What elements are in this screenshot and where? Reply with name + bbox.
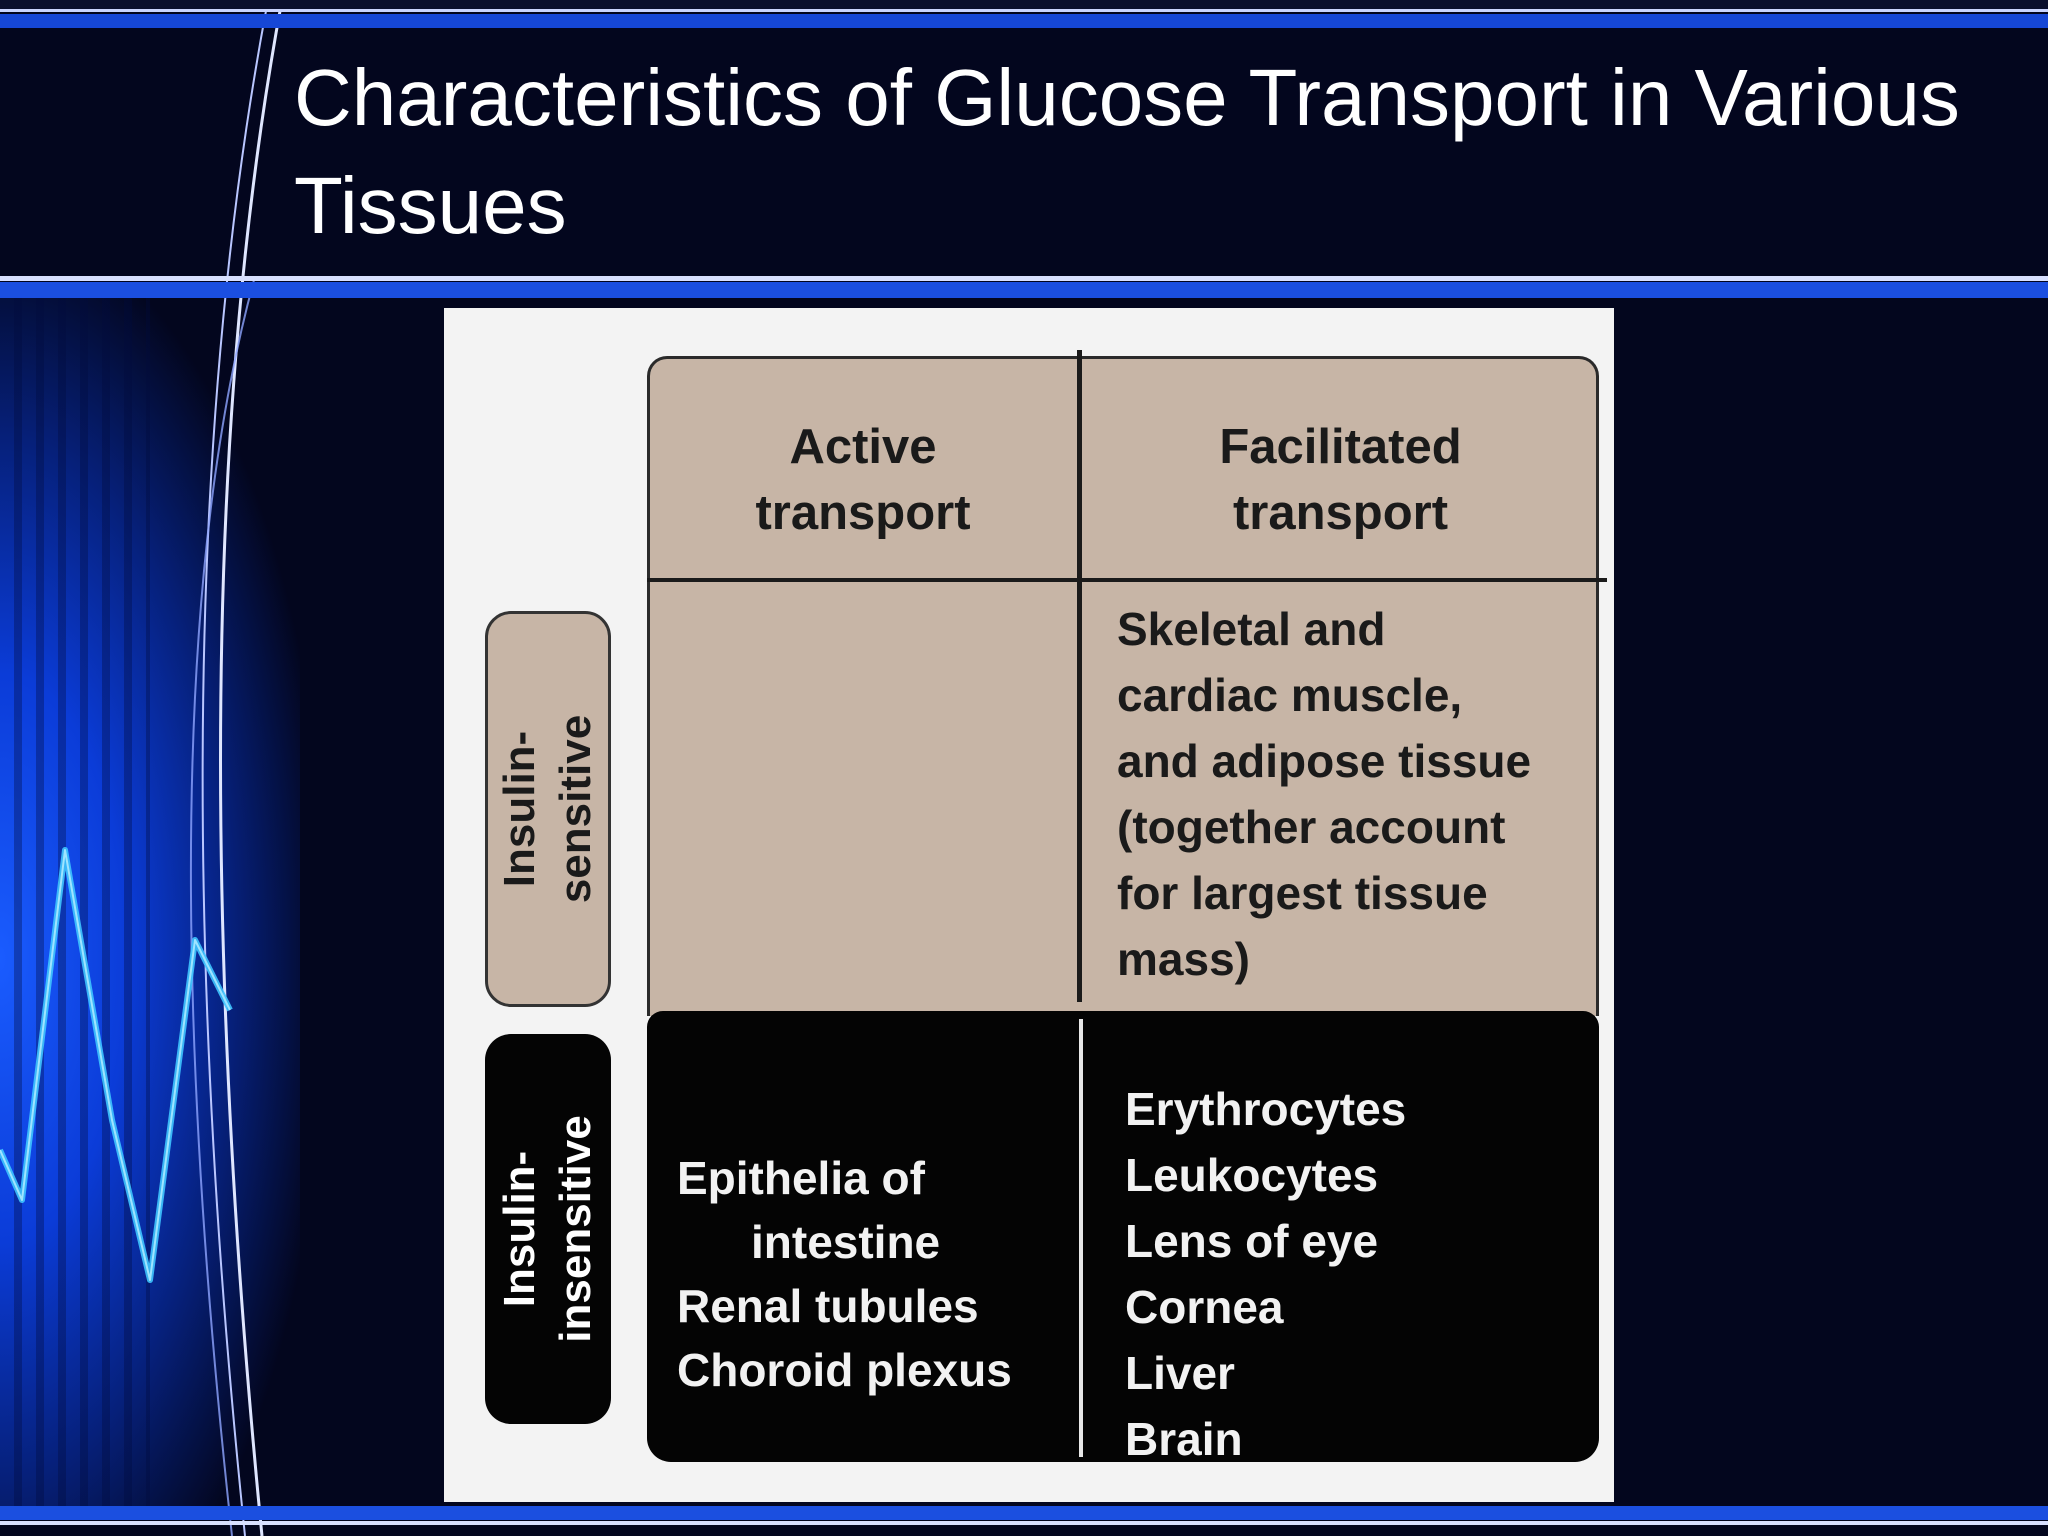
cell-sensitive-facilitated: Skeletal and cardiac muscle, and adipose… xyxy=(1117,603,1532,985)
title-separator-bar xyxy=(0,282,2048,298)
row-label-text: Insulin- insensitive xyxy=(495,1115,600,1343)
insulin-insensitive-region xyxy=(647,1011,1599,1462)
title-separator-line xyxy=(0,276,2048,281)
cell-insensitive-active: Epithelia of intestine Renal tubules Cho… xyxy=(677,1152,1012,1396)
top-blue-bar xyxy=(0,14,2048,28)
row-label-insulin-sensitive: Insulin- sensitive xyxy=(485,611,611,1007)
transport-table: Active transport Facilitated transport S… xyxy=(647,350,1607,1465)
slide-title: Characteristics of Glucose Transport in … xyxy=(294,53,1960,250)
bottom-blue-bar xyxy=(0,1506,2048,1520)
cell-insensitive-facilitated: Erythrocytes Leukocytes Lens of eye Corn… xyxy=(1125,1083,1407,1465)
header-divider xyxy=(647,578,1607,582)
column-divider xyxy=(1077,350,1082,1002)
curved-arc-decoration xyxy=(201,0,269,1536)
insulin-sensitive-region xyxy=(647,356,1599,1016)
column-header-active-transport: Active transport xyxy=(755,420,971,540)
left-blue-glow xyxy=(0,290,300,1506)
column-header-facilitated-transport: Facilitated transport xyxy=(1219,420,1462,540)
glucose-transport-figure: Insulin- sensitive Insulin- insensitive … xyxy=(444,308,1614,1502)
heartbeat-line-decoration xyxy=(0,849,231,1281)
row-label-insulin-insensitive: Insulin- insensitive xyxy=(485,1034,611,1424)
column-divider xyxy=(1079,1019,1083,1457)
top-border-line xyxy=(0,0,2048,12)
curved-arc-decoration xyxy=(189,279,255,1536)
curved-arc-decoration xyxy=(219,0,284,1536)
row-label-text: Insulin- sensitive xyxy=(495,714,600,904)
bottom-border-line xyxy=(0,1521,2048,1525)
